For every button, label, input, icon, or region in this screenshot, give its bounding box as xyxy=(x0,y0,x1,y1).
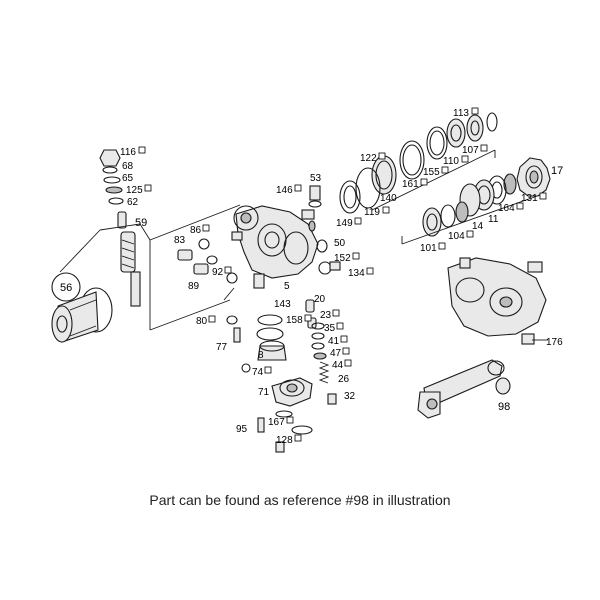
callout-circle-56 xyxy=(51,272,81,302)
callout-152: 152 xyxy=(334,253,351,264)
callout-155: 155 xyxy=(423,167,440,178)
callout-41: 41 xyxy=(328,336,340,347)
callout-107: 107 xyxy=(462,145,479,156)
callout-62: 62 xyxy=(127,197,139,208)
callout-104: 104 xyxy=(448,231,465,242)
callout-98: 98 xyxy=(498,401,510,413)
callout-32: 32 xyxy=(344,391,356,402)
callout-65: 65 xyxy=(122,173,134,184)
callout-89: 89 xyxy=(188,281,200,292)
callout-119: 119 xyxy=(364,207,380,218)
callout-116: 116 xyxy=(120,147,136,158)
callout-labels: 113 107 122 110 155 161 17 116 68 65 125… xyxy=(60,107,563,446)
callout-14: 14 xyxy=(472,221,484,232)
seal-stack-lower xyxy=(422,173,517,237)
callout-68: 68 xyxy=(122,161,134,172)
callout-11: 11 xyxy=(488,214,499,225)
callout-23: 23 xyxy=(320,310,332,321)
steering-gear-body xyxy=(447,257,548,345)
callout-5: 5 xyxy=(284,281,290,292)
callout-86: 86 xyxy=(190,225,202,236)
callout-71: 71 xyxy=(258,387,270,398)
gear-17 xyxy=(516,157,551,197)
callout-167: 167 xyxy=(268,417,285,428)
callout-8: 8 xyxy=(258,350,264,361)
callout-92: 92 xyxy=(212,267,224,278)
callout-110: 110 xyxy=(443,156,459,167)
callout-113: 113 xyxy=(453,108,469,119)
fitting-parts xyxy=(177,185,341,284)
callout-53: 53 xyxy=(310,173,322,184)
callout-101: 101 xyxy=(420,243,437,254)
callout-50: 50 xyxy=(334,238,346,249)
bracket-upper xyxy=(371,149,496,211)
callout-80: 80 xyxy=(196,316,208,327)
callout-95: 95 xyxy=(236,424,248,435)
callout-125: 125 xyxy=(126,185,143,196)
callout-143: 143 xyxy=(274,299,291,310)
callout-26: 26 xyxy=(338,374,350,385)
callout-149: 149 xyxy=(336,218,353,229)
reference-caption: Part can be found as reference #98 in il… xyxy=(149,492,451,508)
callout-176: 176 xyxy=(546,337,563,348)
callout-56: 56 xyxy=(60,282,72,294)
callout-164: 164 xyxy=(498,203,515,214)
callout-17: 17 xyxy=(551,165,563,177)
callout-83: 83 xyxy=(174,235,186,246)
callout-59: 59 xyxy=(135,217,147,229)
seal-stack-upper xyxy=(339,112,498,214)
steering-box-housing xyxy=(149,204,319,331)
pinion-assembly xyxy=(59,149,151,307)
callout-35: 35 xyxy=(324,323,336,334)
callout-161: 161 xyxy=(402,179,419,190)
callout-140: 140 xyxy=(380,193,397,204)
callout-122: 122 xyxy=(360,153,377,164)
callout-77: 77 xyxy=(216,342,228,353)
callout-44: 44 xyxy=(332,360,344,371)
lower-center-stack xyxy=(223,287,337,453)
callout-20: 20 xyxy=(314,294,326,305)
callout-74: 74 xyxy=(252,367,264,378)
callout-134: 134 xyxy=(348,268,365,279)
pitman-arm xyxy=(417,359,511,419)
callout-128: 128 xyxy=(276,435,293,446)
coupler-56 xyxy=(51,287,113,343)
callout-131: 131 xyxy=(521,193,538,204)
callout-146: 146 xyxy=(276,185,293,196)
callout-158: 158 xyxy=(286,315,303,326)
callout-47: 47 xyxy=(330,348,342,359)
